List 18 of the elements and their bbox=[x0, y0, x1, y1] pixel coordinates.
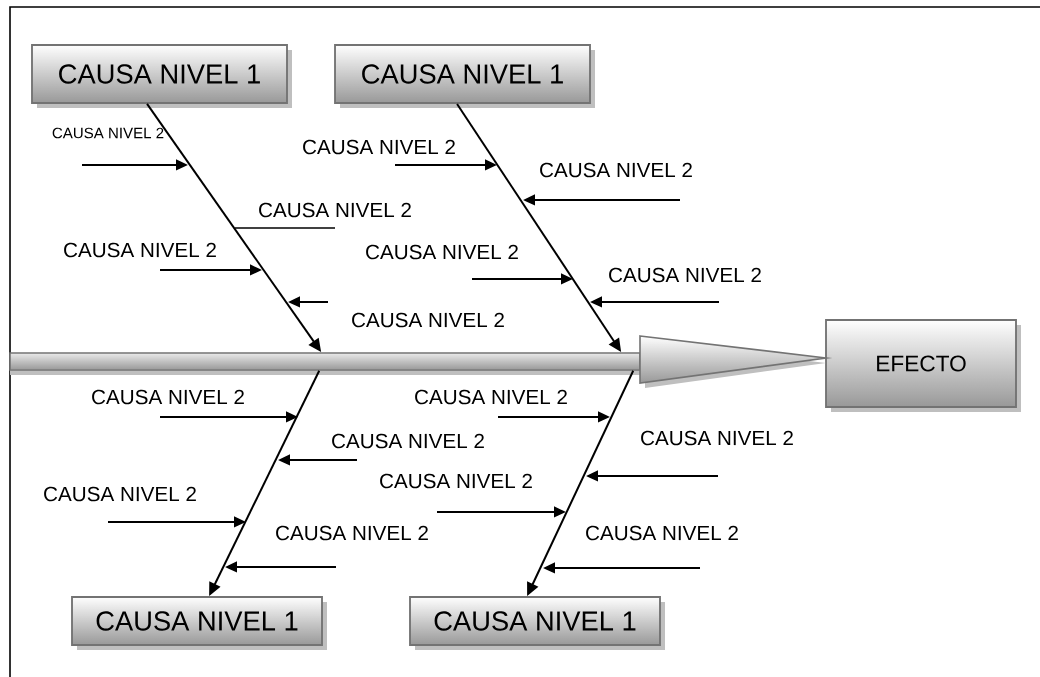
cause-box: CAUSA NIVEL 1 bbox=[31, 44, 292, 108]
cause-label: CAUSA NIVEL 2 bbox=[366, 244, 518, 260]
cause-label: CAUSA NIVEL 2 bbox=[380, 473, 532, 489]
cause-box: CAUSA NIVEL 1 bbox=[409, 596, 665, 650]
cause-label: CAUSA NIVEL 2 bbox=[259, 202, 411, 218]
cause-box: CAUSA NIVEL 1 bbox=[334, 44, 595, 108]
cause-label: CAUSA NIVEL 2 bbox=[332, 433, 484, 449]
cause-label: CAUSA NIVEL 2 bbox=[64, 242, 216, 258]
effect-box: EFECTO bbox=[825, 319, 1021, 412]
cause-label: CAUSA NIVEL 2 bbox=[44, 486, 196, 502]
cause-label: CAUSA NIVEL 2 bbox=[609, 267, 761, 283]
cause-label: CAUSA NIVEL 2 bbox=[586, 525, 738, 541]
cause-label: CAUSA NIVEL 2 bbox=[540, 162, 692, 178]
cause-label: CAUSA NIVEL 2 bbox=[303, 139, 455, 155]
cause-box: CAUSA NIVEL 1 bbox=[71, 596, 327, 650]
cause-label: CAUSA NIVEL 2 bbox=[641, 430, 793, 446]
cause-label: CAUSA NIVEL 2 bbox=[52, 127, 164, 139]
cause-label: CAUSA NIVEL 2 bbox=[276, 525, 428, 541]
